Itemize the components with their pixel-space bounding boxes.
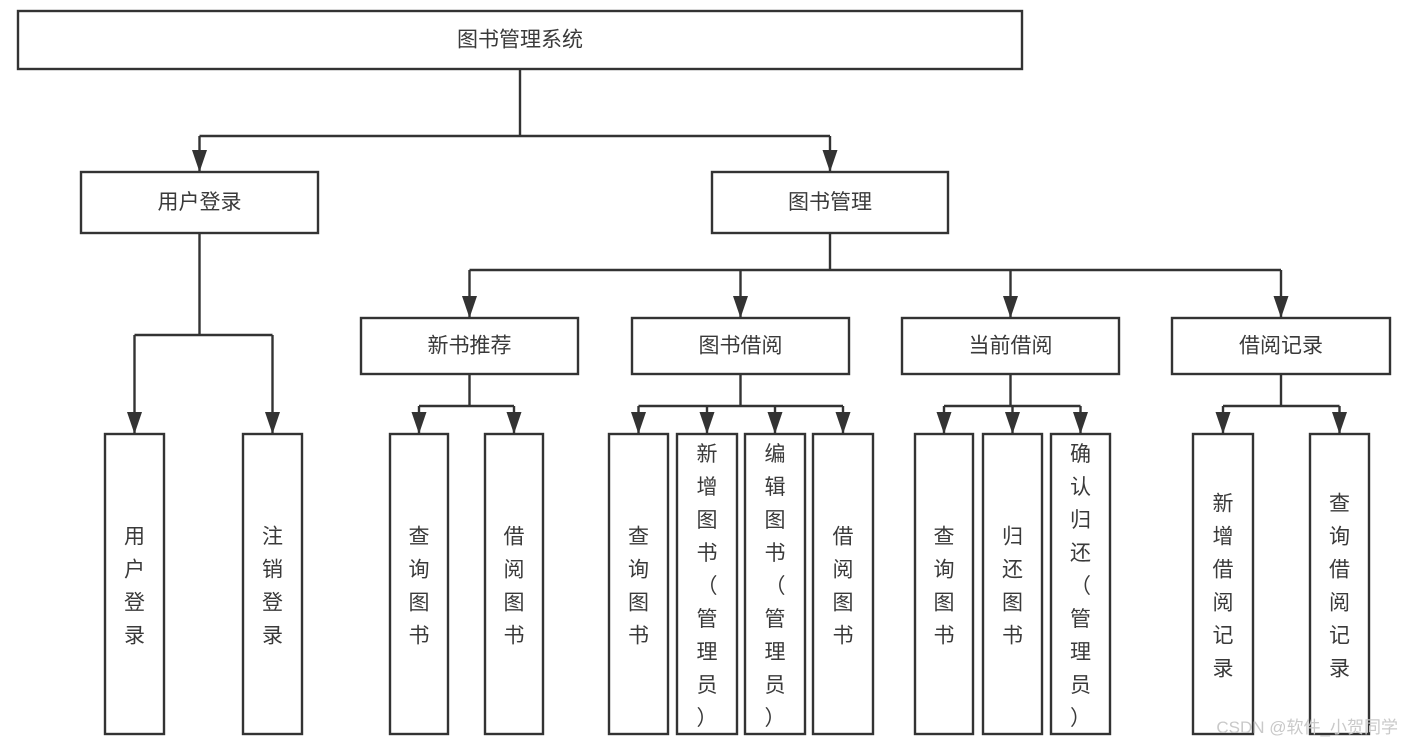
arrow-head-icon xyxy=(1073,412,1088,434)
node-leaf-新增图书管理员[interactable]: 新增图书（管理员） xyxy=(675,432,739,736)
arrow-head-icon xyxy=(822,150,838,172)
arrow-head-icon xyxy=(265,412,280,434)
node-level3-图书借阅[interactable]: 图书借阅 xyxy=(630,316,851,376)
node-level3-借阅记录[interactable]: 借阅记录 xyxy=(1170,316,1392,376)
connector-layer xyxy=(127,69,1347,434)
node-label: 用户登录 xyxy=(124,526,145,648)
node-label: 新增借阅记录 xyxy=(1213,493,1234,681)
arrow-head-icon xyxy=(462,296,477,318)
node-leaf-查询图书[interactable]: 查询图书 xyxy=(913,432,975,736)
arrow-head-icon xyxy=(631,412,646,434)
node-leaf-归还图书[interactable]: 归还图书 xyxy=(981,432,1044,736)
node-leaf-注销登录[interactable]: 注销登录 xyxy=(241,432,304,736)
arrow-head-icon xyxy=(1005,412,1020,434)
arrow-head-icon xyxy=(411,412,427,434)
node-box xyxy=(710,170,950,235)
arrow-head-icon xyxy=(699,412,715,434)
node-label: 图书管理 xyxy=(788,191,872,214)
node-box xyxy=(630,316,851,376)
node-label: 图书借阅 xyxy=(699,335,783,358)
node-box xyxy=(1308,432,1371,736)
node-box xyxy=(79,170,320,235)
node-label: 借阅图书 xyxy=(833,526,854,648)
arrow-head-icon xyxy=(1332,412,1347,434)
node-leaf-查询借阅记录[interactable]: 查询借阅记录 xyxy=(1308,432,1371,736)
node-level3-新书推荐[interactable]: 新书推荐 xyxy=(359,316,580,376)
arrow-head-icon xyxy=(1215,412,1231,434)
node-label: 查询图书 xyxy=(934,526,955,648)
node-box xyxy=(1049,432,1112,736)
node-box xyxy=(103,432,166,736)
node-label: 用户登录 xyxy=(158,191,242,214)
node-layer: 图书管理系统用户登录图书管理新书推荐图书借阅当前借阅借阅记录用户登录注销登录查询… xyxy=(16,9,1392,736)
node-label: 借阅图书 xyxy=(504,526,525,648)
node-box xyxy=(483,432,545,736)
node-label: 确认归还（管理员） xyxy=(1070,443,1091,730)
node-root-图书管理系统[interactable]: 图书管理系统 xyxy=(16,9,1024,71)
node-leaf-新增借阅记录[interactable]: 新增借阅记录 xyxy=(1191,432,1255,736)
arrow-head-icon xyxy=(733,296,748,318)
node-leaf-查询图书[interactable]: 查询图书 xyxy=(388,432,450,736)
node-box xyxy=(900,316,1121,376)
node-label: 编辑图书（管理员） xyxy=(765,443,786,730)
node-level2-图书管理[interactable]: 图书管理 xyxy=(710,170,950,235)
arrow-head-icon xyxy=(1003,296,1018,318)
node-label: 归还图书 xyxy=(1002,526,1023,648)
node-box xyxy=(675,432,739,736)
node-label: 新增图书（管理员） xyxy=(697,443,718,730)
node-label: 查询图书 xyxy=(628,526,649,648)
node-label: 注销登录 xyxy=(262,526,283,648)
node-leaf-确认归还管理员[interactable]: 确认归还（管理员） xyxy=(1049,432,1112,736)
arrow-head-icon xyxy=(1273,296,1289,318)
node-label: 查询图书 xyxy=(409,526,430,648)
node-leaf-查询图书[interactable]: 查询图书 xyxy=(607,432,670,736)
node-label: 当前借阅 xyxy=(969,335,1053,358)
node-leaf-编辑图书管理员[interactable]: 编辑图书（管理员） xyxy=(743,432,807,736)
node-level2-用户登录[interactable]: 用户登录 xyxy=(79,170,320,235)
watermark-label: CSDN @软件_小贺同学 xyxy=(1216,718,1398,737)
node-leaf-借阅图书[interactable]: 借阅图书 xyxy=(811,432,875,736)
arrow-head-icon xyxy=(835,412,851,434)
arrow-head-icon xyxy=(767,412,783,434)
arrow-head-icon xyxy=(506,412,522,434)
node-box xyxy=(913,432,975,736)
node-label: 图书管理系统 xyxy=(457,29,583,52)
node-box xyxy=(607,432,670,736)
arrow-head-icon xyxy=(936,412,952,434)
node-box xyxy=(1191,432,1255,736)
node-label: 借阅记录 xyxy=(1239,335,1323,358)
node-level3-当前借阅[interactable]: 当前借阅 xyxy=(900,316,1121,376)
node-box xyxy=(16,9,1024,71)
node-box xyxy=(359,316,580,376)
node-leaf-用户登录[interactable]: 用户登录 xyxy=(103,432,166,736)
node-label: 查询借阅记录 xyxy=(1329,493,1350,681)
node-box xyxy=(241,432,304,736)
node-box xyxy=(388,432,450,736)
node-box xyxy=(811,432,875,736)
node-label: 新书推荐 xyxy=(428,335,512,358)
arrow-head-icon xyxy=(127,412,142,434)
node-box xyxy=(1170,316,1392,376)
node-box xyxy=(981,432,1044,736)
arrow-head-icon xyxy=(192,150,207,172)
node-box xyxy=(743,432,807,736)
node-leaf-借阅图书[interactable]: 借阅图书 xyxy=(483,432,545,736)
